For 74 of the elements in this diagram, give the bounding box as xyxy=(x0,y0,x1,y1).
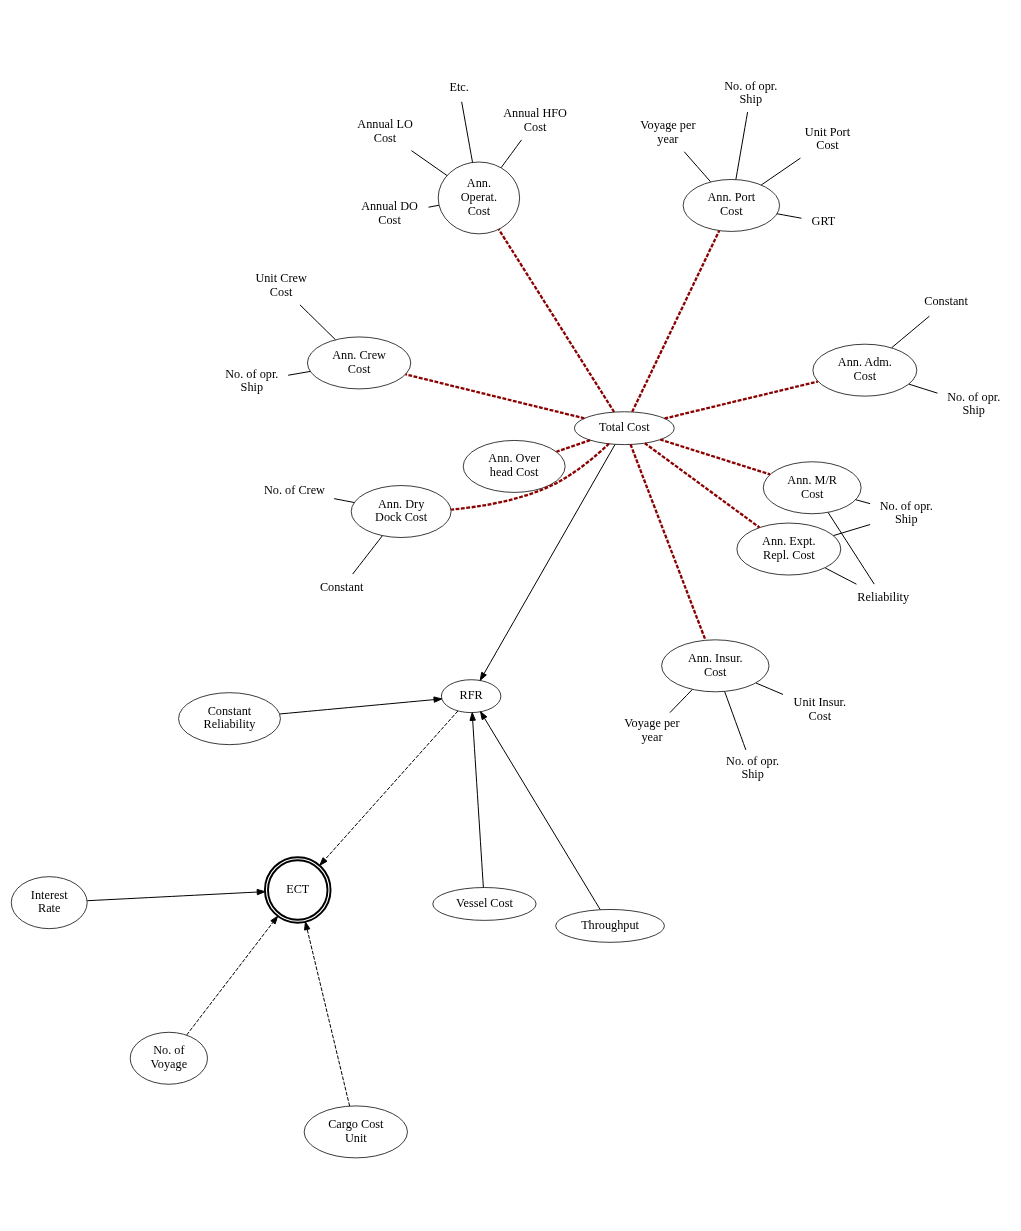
arrow xyxy=(86,888,266,901)
connector xyxy=(755,682,784,695)
connector xyxy=(824,566,857,585)
connector xyxy=(451,442,610,511)
connector xyxy=(683,150,711,182)
connector xyxy=(760,157,801,185)
arrow xyxy=(319,710,459,866)
node-ellipse: Ann. Crew Cost xyxy=(307,336,412,389)
arrow xyxy=(469,711,484,888)
connector xyxy=(832,523,871,536)
connector xyxy=(664,379,819,420)
connector xyxy=(405,372,585,419)
connector xyxy=(908,383,938,394)
node-ellipse: Cargo Cost Unit xyxy=(303,1105,408,1158)
node-ellipse: Interest Rate xyxy=(10,875,88,929)
arrow xyxy=(479,443,616,681)
node-ellipse: Ann. Operat. Cost xyxy=(437,161,520,234)
node-ellipse: Constant Reliability xyxy=(178,691,281,745)
node-text: No. of opr. Ship xyxy=(225,366,279,394)
node-text: Voyage per year xyxy=(624,715,680,744)
node-text: No. of Crew xyxy=(264,482,325,497)
connector xyxy=(497,228,616,413)
node-ellipse: Ann. Dry Dock Cost xyxy=(350,484,452,538)
connector xyxy=(556,438,591,453)
connector xyxy=(410,149,448,176)
connector xyxy=(333,497,355,503)
node-ellipse: Total Cost xyxy=(574,410,675,445)
connector xyxy=(891,315,930,348)
connector xyxy=(287,370,311,376)
connector xyxy=(629,443,707,640)
node-ellipse: Ann. Adm. Cost xyxy=(812,343,918,397)
node-ellipse: Ann. M/R Cost xyxy=(762,460,862,514)
node-ellipse: Ann. Over head Cost xyxy=(462,439,566,493)
connector xyxy=(776,212,802,219)
connector xyxy=(735,111,749,180)
node-ellipse: Ann. Insur. Cost xyxy=(661,638,770,692)
node-ellipse: No. of Voyage xyxy=(129,1031,208,1085)
node-text: Reliability xyxy=(857,589,910,604)
node-ellipse: Ann. Expt. Repl. Cost xyxy=(736,522,842,575)
node-text: Annual HFO Cost xyxy=(503,105,567,134)
connector xyxy=(669,688,693,713)
connector xyxy=(855,498,871,504)
node-text: Unit Crew Cost xyxy=(255,270,307,299)
node-text: Constant xyxy=(319,579,364,594)
connector xyxy=(724,690,747,750)
node-text: Etc. xyxy=(449,79,469,94)
node-text: No. of opr. Ship xyxy=(726,753,780,781)
node-text: No. of opr. Ship xyxy=(724,78,778,106)
connector xyxy=(299,303,336,340)
node-text: Unit Insur. Cost xyxy=(793,694,847,723)
connector xyxy=(631,229,721,412)
connector xyxy=(352,534,383,575)
node-text: No. of opr. Ship xyxy=(879,498,933,526)
node-ellipse: RFR xyxy=(441,678,502,713)
node-text: Constant xyxy=(924,293,968,308)
node-text: Annual DO Cost xyxy=(361,198,418,227)
node-text: Annual LO Cost xyxy=(357,116,413,145)
arrow xyxy=(304,921,351,1106)
connector xyxy=(644,441,761,528)
node-ellipse: Ann. Port Cost xyxy=(682,178,780,232)
node-ellipse: Throughput xyxy=(555,908,665,943)
node-text: Unit Port Cost xyxy=(804,124,851,152)
node-text: No. of opr. Ship xyxy=(947,389,1001,417)
node-text: GRT xyxy=(811,213,836,228)
connector xyxy=(461,100,474,163)
connector xyxy=(659,437,771,475)
node-ellipse: Vessel Cost xyxy=(432,886,537,921)
arrow xyxy=(279,695,443,714)
arrow xyxy=(480,710,601,910)
node-text: Voyage per year xyxy=(640,117,696,146)
connector xyxy=(827,511,875,585)
arrow xyxy=(186,915,279,1035)
connector xyxy=(500,138,522,168)
connector xyxy=(428,204,440,208)
